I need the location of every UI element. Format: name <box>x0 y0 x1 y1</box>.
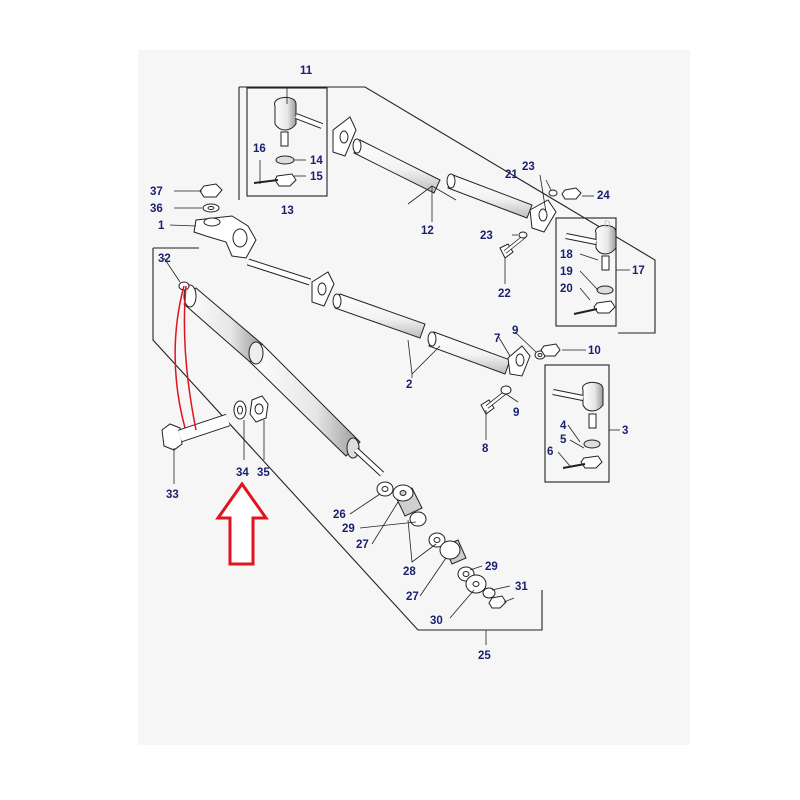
washer-26 <box>376 481 394 497</box>
group-frame-25 <box>152 247 543 631</box>
bush-27-upper <box>392 484 423 517</box>
group-frame-11 <box>238 86 656 334</box>
nut-35 <box>249 395 269 423</box>
washer-28 <box>428 532 446 548</box>
callout-2: 2 <box>406 379 412 391</box>
callout-21: 21 <box>505 169 518 181</box>
drop-arm <box>193 215 312 286</box>
washer-34 <box>233 400 247 420</box>
callout-27a: 27 <box>356 539 369 551</box>
callout-25: 25 <box>478 650 491 662</box>
callout-33: 33 <box>166 489 179 501</box>
washer-30 <box>465 574 487 594</box>
callout-15: 15 <box>310 171 323 183</box>
nut-37 <box>199 183 223 198</box>
callout-28: 28 <box>403 566 416 578</box>
callout-19: 19 <box>560 266 573 278</box>
callout-32: 32 <box>158 253 171 265</box>
callout-36: 36 <box>150 203 163 215</box>
callout-6: 6 <box>547 446 553 458</box>
callout-10: 10 <box>588 345 601 357</box>
ball-joint-17 <box>565 224 617 315</box>
red-highlight-lines <box>174 285 197 431</box>
callout-9a: 9 <box>512 325 518 337</box>
callout-labels: 1 2 3 4 5 6 7 8 9 9 10 11 12 13 14 15 16… <box>150 65 645 662</box>
upper-clamp-right <box>529 199 557 233</box>
callout-22: 22 <box>498 288 511 300</box>
gray-marker-icon: D <box>604 219 611 229</box>
callout-13: 13 <box>281 205 294 217</box>
callout-12: 12 <box>421 225 434 237</box>
nut-31-washer <box>482 587 507 609</box>
upper-tube-a <box>352 138 441 194</box>
upper-clamp-left <box>332 116 357 157</box>
washer-29-upper <box>409 511 427 527</box>
lower-tube-a <box>332 293 426 339</box>
leader-lines <box>163 88 630 645</box>
washer-36 <box>202 203 220 213</box>
bolt-8 <box>480 390 508 415</box>
washer-23-bolt <box>518 231 528 239</box>
callout-24: 24 <box>597 190 610 202</box>
callout-11: 11 <box>300 65 313 77</box>
washer-23-top <box>548 189 558 197</box>
upper-tube-b <box>446 173 533 219</box>
callout-29a: 29 <box>342 523 355 535</box>
lower-tube-b <box>427 331 511 375</box>
ball-joint-3 <box>552 381 604 469</box>
callout-37: 37 <box>150 186 163 198</box>
box-17 <box>555 217 617 327</box>
callout-29b: 29 <box>485 561 498 573</box>
svg-text:D: D <box>604 219 611 229</box>
callout-1: 1 <box>158 220 165 232</box>
steering-damper <box>183 284 385 477</box>
bush-27-lower <box>439 539 467 565</box>
bolt-22 <box>499 234 527 259</box>
callout-31: 31 <box>515 581 528 593</box>
callout-4: 4 <box>560 420 567 432</box>
callout-7: 7 <box>494 333 500 345</box>
callout-23b: 23 <box>480 230 493 242</box>
bolt-33 <box>161 413 231 451</box>
washer-9-bolt <box>500 385 512 395</box>
callout-16: 16 <box>253 143 266 155</box>
callout-14: 14 <box>310 155 323 167</box>
callout-23a: 23 <box>522 161 535 173</box>
callout-20: 20 <box>560 283 573 295</box>
callout-18: 18 <box>560 249 573 261</box>
nut-24 <box>561 187 582 200</box>
callout-35: 35 <box>257 467 270 479</box>
callout-9b: 9 <box>513 407 519 419</box>
callout-17: 17 <box>632 265 645 277</box>
clamp-7 <box>507 345 531 377</box>
box-3 <box>544 364 610 483</box>
callout-5: 5 <box>560 434 567 446</box>
nut-10 <box>540 343 561 357</box>
callout-8: 8 <box>482 443 489 455</box>
callout-34: 34 <box>236 467 249 479</box>
callout-26: 26 <box>333 509 346 521</box>
lower-clamp-left <box>311 271 335 307</box>
callout-3: 3 <box>622 425 628 437</box>
highlight-arrow-icon <box>215 481 269 566</box>
callout-30: 30 <box>430 615 443 627</box>
callout-27b: 27 <box>406 591 419 603</box>
